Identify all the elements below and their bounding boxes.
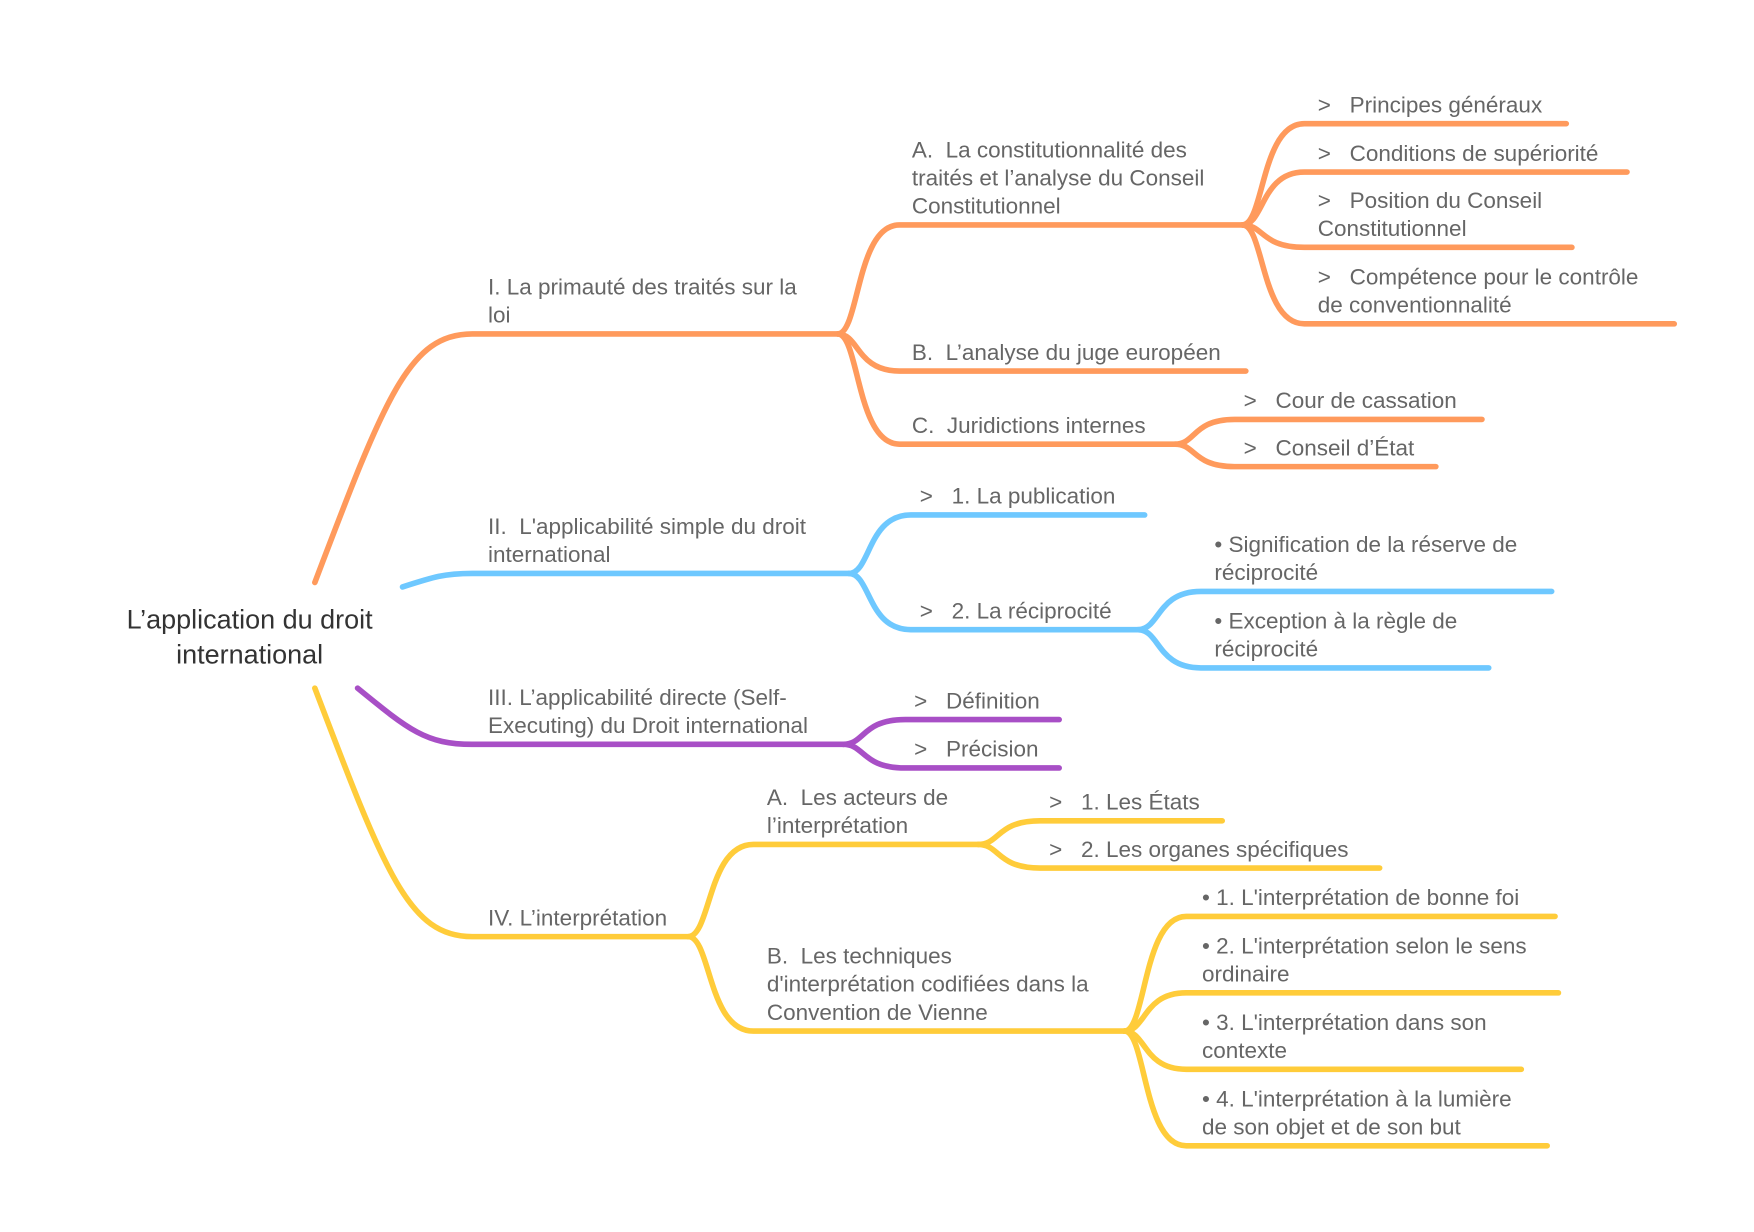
topic-i-connector bbox=[312, 331, 841, 586]
leaf[interactable]: > Compétence pour le contrôle de convent… bbox=[1317, 265, 1639, 319]
topic-ii-1-connector bbox=[846, 512, 1148, 577]
topic-ii-2[interactable]: > 2. La réciprocité bbox=[919, 599, 1112, 625]
leaf-connector bbox=[1121, 1028, 1550, 1149]
topic-iii-connector bbox=[354, 685, 847, 748]
leaf-connector bbox=[1172, 441, 1439, 470]
topic-iv-a[interactable]: A. Les acteurs de l’interprétation bbox=[766, 785, 949, 839]
topic-ii-2-connector bbox=[846, 570, 1141, 633]
leaf[interactable]: • 3. L'interprétation dans son contexte bbox=[1201, 1010, 1487, 1064]
leaf-connector bbox=[1239, 169, 1630, 228]
topic-i-c[interactable]: C. Juridictions internes bbox=[911, 413, 1146, 439]
topic-i-c-connector bbox=[834, 331, 1178, 447]
leaf[interactable]: > Position du Conseil Constitutionnel bbox=[1317, 188, 1543, 242]
topic-iii[interactable]: III. L’applicabilité directe (Self- Exec… bbox=[487, 685, 809, 739]
leaf-connector bbox=[1239, 222, 1678, 327]
leaf[interactable]: > Conditions de supériorité bbox=[1317, 141, 1599, 167]
topic-ii[interactable]: II. L'applicabilité simple du droit inte… bbox=[487, 514, 807, 568]
leaf-connector bbox=[975, 841, 1383, 871]
topic-i[interactable]: I. La primauté des traités sur la loi bbox=[487, 275, 797, 329]
leaf[interactable]: • Exception à la règle de réciprocité bbox=[1214, 609, 1458, 663]
leaf[interactable]: > Principes généraux bbox=[1317, 93, 1543, 119]
leaf[interactable]: > Précision bbox=[914, 737, 1039, 763]
leaf[interactable]: > 1. Les États bbox=[1049, 790, 1200, 816]
topic-ii-1[interactable]: > 1. La publication bbox=[919, 484, 1116, 510]
topic-iv-b-connector bbox=[685, 933, 1128, 1034]
topic-i-b[interactable]: B. L’analyse du juge européen bbox=[911, 340, 1221, 366]
leaf[interactable]: > Conseil d’État bbox=[1243, 436, 1415, 462]
topic-i-a[interactable]: A. La constitutionnalité des traités et … bbox=[911, 138, 1205, 220]
topic-iv-b[interactable]: B. Les techniques d'interprétation codif… bbox=[766, 944, 1089, 1026]
leaf[interactable]: > Définition bbox=[914, 689, 1040, 714]
leaf-connector bbox=[1121, 990, 1562, 1034]
topic-i-a-connector bbox=[834, 222, 1246, 337]
leaf[interactable]: • 4. L'interprétation à la lumière de so… bbox=[1201, 1087, 1512, 1141]
leaf[interactable]: • 2. L'interprétation selon le sens ordi… bbox=[1201, 934, 1527, 988]
topic-iv[interactable]: IV. L’interprétation bbox=[487, 906, 668, 932]
topic-iv-a-connector bbox=[685, 841, 982, 940]
leaf-connector bbox=[1135, 626, 1492, 671]
leaf-connector bbox=[1135, 588, 1555, 633]
topic-iv-connector bbox=[312, 685, 691, 940]
topic-ii-connector bbox=[399, 570, 852, 590]
leaf-connector bbox=[1121, 913, 1558, 1034]
leaf[interactable]: • Signification de la réserve de récipro… bbox=[1214, 532, 1518, 586]
leaf[interactable]: • 1. L'interprétation de bonne foi bbox=[1201, 886, 1520, 911]
root-topic[interactable]: L’application du droit international bbox=[126, 604, 373, 671]
leaf-connector bbox=[840, 741, 1062, 771]
leaf[interactable]: > 2. Les organes spécifiques bbox=[1049, 837, 1349, 863]
leaf[interactable]: > Cour de cassation bbox=[1243, 389, 1457, 414]
